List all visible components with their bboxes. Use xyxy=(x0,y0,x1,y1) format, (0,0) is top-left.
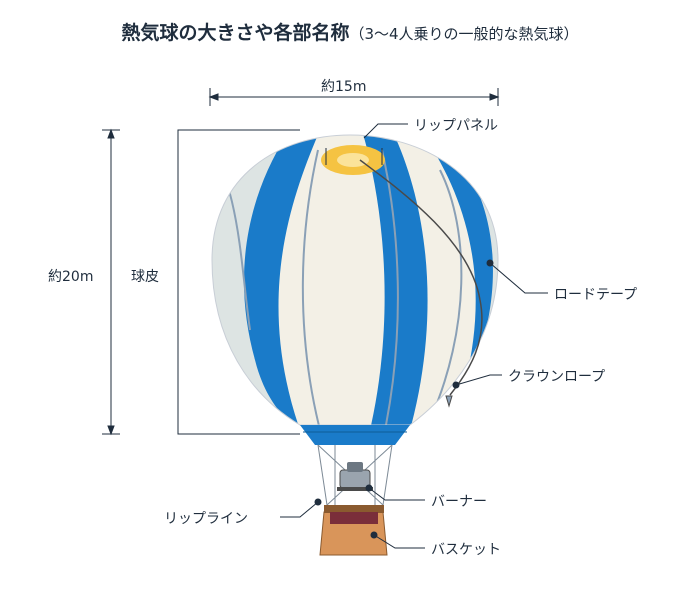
rip-panel-label: リップパネル xyxy=(414,118,498,134)
balloon-envelope xyxy=(211,134,499,445)
title-sub: （3〜4人乗りの一般的な熱気球） xyxy=(349,25,579,43)
crown-rope xyxy=(359,159,483,396)
width-dimension xyxy=(208,88,500,106)
balloon-skirt xyxy=(300,425,410,445)
basket-label: バスケット xyxy=(431,542,501,558)
crown-rope-end xyxy=(445,395,453,408)
envelope-bracket xyxy=(177,129,300,435)
leader-lines xyxy=(280,123,548,549)
diagram-title: 熱気球の大きさや各部名称（3〜4人乗りの一般的な熱気球） xyxy=(0,18,700,45)
envelope-blue-gore xyxy=(298,135,342,425)
rip-panel xyxy=(321,145,385,175)
height-dimension xyxy=(102,128,120,436)
crown-rope-label: クラウンロープ xyxy=(508,369,606,385)
burner-label: バーナー xyxy=(431,494,487,510)
width-label: 約15m xyxy=(321,79,367,95)
title-main: 熱気球の大きさや各部名称 xyxy=(121,22,350,44)
height-label: 約20m xyxy=(48,269,94,285)
basket xyxy=(319,505,388,556)
load-tape-label: ロードテープ xyxy=(554,287,638,303)
envelope-blue-gore xyxy=(362,135,428,425)
leader-dots xyxy=(314,259,494,539)
burner xyxy=(337,462,373,491)
envelope-label: 球皮 xyxy=(131,269,159,285)
rip-line-label: リップライン xyxy=(164,511,248,527)
